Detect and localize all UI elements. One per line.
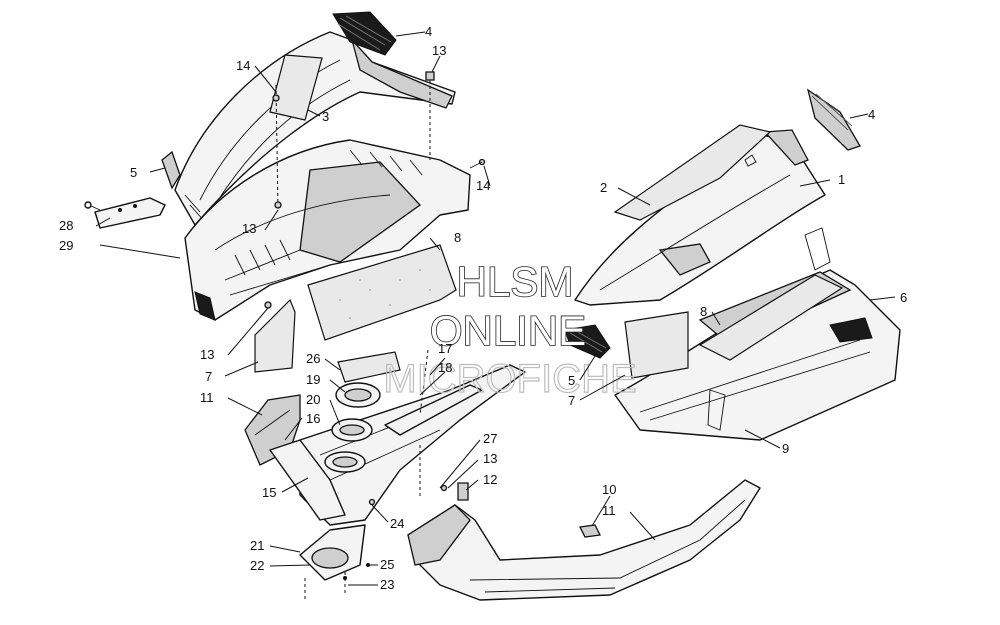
callout-8-right: 8 (700, 304, 707, 319)
callout-9: 9 (782, 441, 789, 456)
callout-11-left: 11 (200, 390, 214, 405)
callout-2: 2 (600, 180, 607, 195)
nose-pan-assembly (184, 139, 471, 321)
bracket-part-29 (94, 197, 166, 229)
clip-part-10 (579, 524, 601, 538)
callout-6: 6 (900, 290, 907, 305)
callout-4-upper: 4 (425, 24, 432, 39)
pad-part-26 (337, 351, 401, 383)
callout-13-top: 13 (432, 43, 446, 58)
pad-part-7-left (254, 298, 296, 373)
callout-17: 17 (438, 341, 452, 356)
callout-13-right: 13 (483, 451, 497, 466)
callout-8-left: 8 (454, 230, 461, 245)
callout-18: 18 (438, 360, 452, 375)
decal-pad-part-2 (613, 124, 772, 221)
skid-pan-part-11-right (407, 479, 761, 601)
callout-11-right: 11 (602, 503, 616, 518)
callout-labels: 4 13 14 3 5 14 28 13 29 8 13 7 2 1 4 6 8… (59, 24, 907, 592)
watermark-line-2: ONLINE (430, 307, 586, 354)
callout-1: 1 (838, 172, 845, 187)
callout-14-right: 14 (476, 178, 490, 193)
callout-28: 28 (59, 218, 73, 233)
callout-27: 27 (483, 431, 497, 446)
callout-13-middle: 13 (242, 221, 256, 236)
headlight-lens-part-5 (161, 150, 181, 190)
vent-grille-part-4-right (806, 88, 861, 151)
hood-top-part-3 (174, 31, 456, 226)
callout-10: 10 (602, 482, 616, 497)
callout-3: 3 (322, 109, 329, 124)
watermark-line-3: MICROFICHE (383, 357, 636, 401)
callout-12: 12 (483, 472, 497, 487)
bracket-parts-17-18 (384, 349, 483, 436)
watermark-line-1: HLSM (457, 258, 574, 305)
insulation-pad-part-8-right (698, 274, 844, 361)
callout-5-left: 5 (130, 165, 137, 180)
vent-grille-part-4-upper (332, 11, 397, 56)
leader-lines (95, 31, 896, 586)
callout-26: 26 (306, 351, 320, 366)
callout-22: 22 (250, 558, 264, 573)
callout-23: 23 (380, 577, 394, 592)
fasteners-23-24-25-27 (304, 445, 469, 600)
pad-part-7-right (624, 311, 689, 379)
callout-5-right: 5 (568, 373, 575, 388)
watermark: HLSM ONLINE MICROFICHE (383, 257, 638, 401)
seal-rings-19-20 (324, 382, 381, 473)
headlight-grille-part-5-right (564, 324, 611, 359)
callout-21: 21 (250, 538, 264, 553)
callout-20: 20 (306, 392, 320, 407)
duct-part-16 (269, 439, 346, 521)
screw-part-28 (84, 201, 101, 211)
callout-25: 25 (380, 557, 394, 572)
callout-13-lower: 13 (200, 347, 214, 362)
callout-15: 15 (262, 485, 276, 500)
callout-4-right: 4 (868, 107, 875, 122)
fasteners-13-14 (264, 71, 486, 309)
side-panel-part-1 (574, 129, 826, 306)
callout-16: 16 (306, 411, 320, 426)
insulation-pad-part-8-left (307, 244, 457, 341)
callout-29: 29 (59, 238, 73, 253)
callout-14-left: 14 (236, 58, 250, 73)
callout-24: 24 (390, 516, 404, 531)
callout-19: 19 (306, 372, 320, 387)
duct-part-21-22 (299, 524, 366, 581)
callout-7-left: 7 (205, 369, 212, 384)
callout-7-right: 7 (568, 393, 575, 408)
